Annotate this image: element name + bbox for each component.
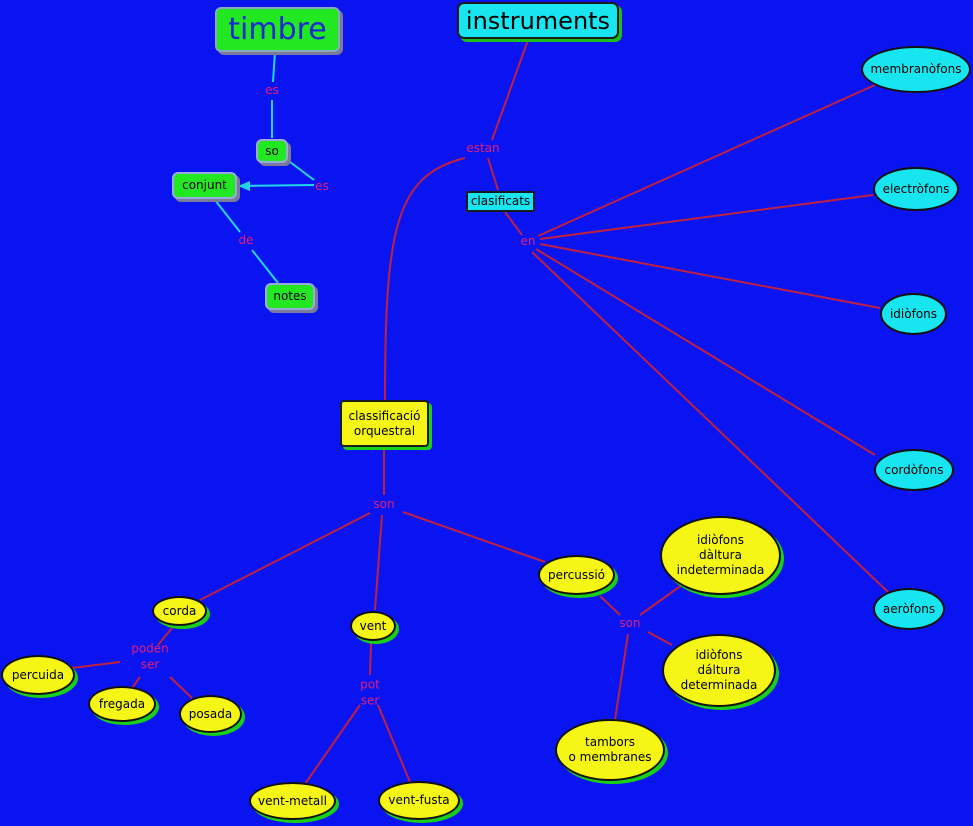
line-instruments-estan [491,39,529,141]
line-vent-potser [369,642,372,676]
label-son-1: son [373,497,395,512]
line-estan-clasificats [487,157,499,191]
line-en-electrofons [539,194,874,240]
line-son-percussio [402,511,546,563]
node-idiofons-indeterminada[interactable]: idiòfons dàltura indeterminada [660,516,781,595]
arrowhead [238,181,250,191]
line-son-idiofonsindet [639,584,683,616]
node-tambors-membranes[interactable]: tambors o membranes [555,719,665,781]
line-son-vent [374,514,383,611]
node-clasificats[interactable]: clasificats [466,191,535,212]
line-de-notes [251,249,279,284]
line-en-aerofons [531,251,889,593]
label-de: de [238,233,254,248]
line-corda-podenser [157,627,173,646]
line-potser-ventfusta [377,704,411,783]
node-vent[interactable]: vent [350,611,396,641]
node-conjunt[interactable]: conjunt [172,172,237,199]
node-timbre[interactable]: timbre [215,7,340,52]
line-es-conjunt [239,184,315,187]
node-notes[interactable]: notes [265,283,315,310]
node-classificacio-orquestral[interactable]: classificació orquestral [340,400,429,447]
node-corda[interactable]: corda [152,596,207,626]
node-so[interactable]: so [256,139,288,163]
line-en-membranofons [537,84,876,237]
line-estan-classificacio [384,157,466,401]
node-idiofons-determinada[interactable]: idiòfons dáltura determinada [662,634,776,707]
node-cordofons[interactable]: cordòfons [874,449,954,491]
line-en-idiofons [539,243,881,309]
line-en-cordofons [535,248,876,456]
line-percussio-son [599,595,621,616]
label-estan: estan [466,141,500,156]
label-son-2: son [619,616,641,631]
node-percussio[interactable]: percussió [538,555,615,595]
line-clasificats-en [504,211,523,236]
node-vent-fusta[interactable]: vent-fusta [378,781,460,820]
line-son-tambors [614,633,629,721]
label-pot-ser: pot ser [360,677,380,707]
line-so-es [289,161,315,181]
line-potser-ventmetall [304,704,361,785]
line-son-idiofonsdet [647,631,673,646]
node-percuida[interactable]: percuida [1,655,75,695]
node-fregada[interactable]: fregada [88,686,156,722]
node-aerofons[interactable]: aeròfons [873,588,945,630]
node-vent-metall[interactable]: vent-metall [249,782,336,820]
node-posada[interactable]: posada [179,695,242,733]
label-es-1: es [265,83,279,98]
line-conjunt-de [214,199,241,233]
line-podenser-posada [169,676,193,699]
node-membranofons[interactable]: membranòfons [861,46,971,93]
line-timbre-es [272,51,276,83]
label-es-2: es [315,179,329,194]
node-idiofons[interactable]: idiòfons [880,293,947,335]
node-instruments[interactable]: instruments [457,2,619,39]
line-son-corda [199,512,371,601]
label-en: en [520,234,536,249]
label-poden-ser: poden ser [131,641,169,671]
node-electrofons[interactable]: electròfons [873,167,959,211]
line-podenser-percuida [71,661,121,669]
